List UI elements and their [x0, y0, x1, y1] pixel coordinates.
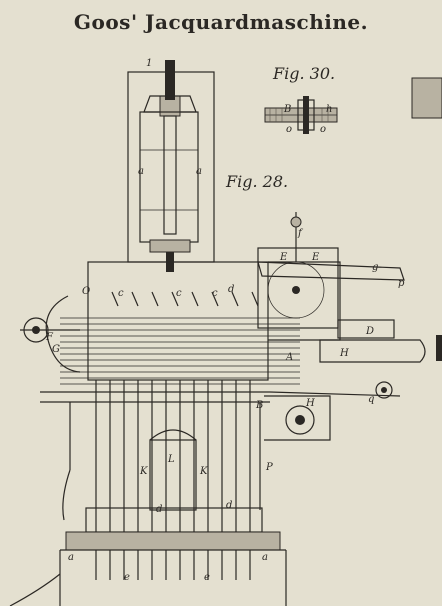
- label-B: B: [255, 400, 263, 411]
- label-E2: E: [311, 252, 320, 263]
- label-H1: H: [339, 348, 349, 359]
- label-p: p: [398, 278, 405, 289]
- label-c1: c: [118, 288, 124, 299]
- label-A: A: [285, 352, 293, 363]
- figure-30-detail: [264, 96, 338, 134]
- edge-fragment-mid: [436, 335, 442, 361]
- label-fig30-B: B: [283, 104, 291, 115]
- label-D: D: [365, 326, 374, 337]
- needle-rows: [60, 317, 300, 385]
- label-K2: K: [199, 466, 208, 477]
- label-fig30-h: h: [326, 104, 332, 115]
- label-F: F: [45, 332, 54, 343]
- plate-title: Goos' Jacquardmaschine.: [73, 10, 369, 34]
- label-c3: c: [212, 288, 218, 299]
- label-O: O: [82, 286, 90, 297]
- label-G: G: [52, 344, 60, 355]
- label-c2: c: [176, 288, 182, 299]
- label-top-one: 1: [146, 58, 152, 69]
- main-frame: [20, 212, 426, 521]
- label-d3: d: [226, 500, 232, 511]
- label-d2: d: [156, 504, 162, 515]
- label-fig30-o2: o: [320, 124, 326, 135]
- hooks-upper: [111, 291, 259, 307]
- label-L: L: [167, 454, 175, 465]
- label-E1: E: [279, 252, 288, 263]
- label-a-bottom-left: a: [68, 552, 74, 563]
- label-P: P: [265, 462, 273, 473]
- figure-28-label: Fig. 28.: [226, 172, 289, 191]
- label-a-bottom-right: a: [262, 552, 268, 563]
- base-board: [9, 507, 287, 606]
- label-fig30-o1: o: [286, 124, 292, 135]
- label-e2: e: [204, 572, 210, 583]
- label-H2: H: [305, 398, 315, 409]
- label-e1: e: [124, 572, 130, 583]
- label-a-right: a: [196, 166, 202, 177]
- label-g: g: [372, 262, 378, 273]
- label-q: q: [368, 394, 374, 405]
- label-a-left: a: [138, 166, 144, 177]
- reference-letters: 1 a a B h o o f E E g p O c c c d D F G …: [45, 58, 405, 583]
- figure-30-label: Fig. 30.: [273, 64, 336, 83]
- label-d1: d: [228, 284, 234, 295]
- label-K1: K: [139, 466, 148, 477]
- edge-fragment-top: [411, 77, 442, 119]
- label-f: f: [297, 228, 304, 239]
